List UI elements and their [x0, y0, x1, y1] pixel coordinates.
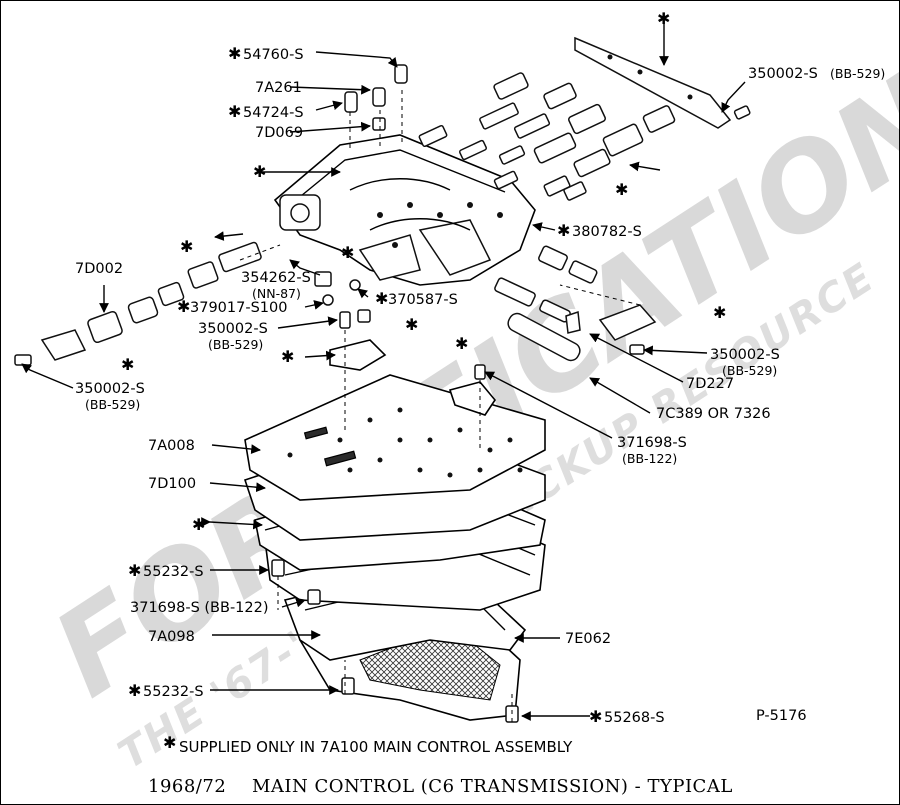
label-7d002: 7D002	[75, 261, 123, 277]
label-55268-s: 55268-S	[604, 710, 665, 726]
svg-text:✱: ✱	[405, 315, 418, 334]
label-350002-s-top-sub: (BB-529)	[830, 66, 885, 81]
svg-text:✱: ✱	[375, 289, 388, 308]
check-ball-plates	[329, 339, 496, 416]
svg-text:✱: ✱	[281, 347, 294, 366]
label-350002-s-mid: 350002-S	[198, 321, 268, 337]
label-350002-s-top: 350002-S	[748, 66, 818, 82]
svg-text:✱: ✱	[192, 515, 205, 534]
svg-text:✱: ✱	[657, 9, 670, 28]
svg-text:✱: ✱	[128, 681, 141, 700]
callout-labels: 54760-S 7A261 54724-S 7D069 350002-S (BB…	[75, 47, 885, 726]
label-350002-s-left-sub: (BB-529)	[85, 397, 140, 412]
caption-years: 1968/72	[148, 776, 226, 797]
svg-text:✱: ✱	[713, 303, 726, 322]
svg-text:✱: ✱	[589, 707, 602, 726]
svg-text:✱: ✱	[128, 561, 141, 580]
svg-text:✱: ✱	[177, 297, 190, 316]
label-350002-s-left: 350002-S	[75, 381, 145, 397]
plate-number: P-5176	[756, 708, 807, 724]
svg-text:✱: ✱	[228, 102, 241, 121]
label-371698-s-right-sub: (BB-122)	[622, 451, 677, 466]
upper-valves-springs	[418, 72, 676, 201]
label-55232-s-a: 55232-S	[143, 564, 204, 580]
label-7d227: 7D227	[686, 376, 734, 392]
label-7d069: 7D069	[255, 125, 303, 141]
label-350002-s-mid-sub: (BB-529)	[208, 337, 263, 352]
svg-text:✱: ✱	[615, 180, 628, 199]
label-7a261: 7A261	[255, 80, 302, 96]
svg-text:✱: ✱	[455, 334, 468, 353]
svg-text:✱: ✱	[341, 243, 354, 262]
label-55232-s-b: 55232-S	[143, 684, 204, 700]
label-354262-s: 354262-S	[241, 270, 311, 286]
label-354262-s-sub: (NN-87)	[252, 286, 301, 301]
label-7a008: 7A008	[148, 438, 195, 454]
label-7a098: 7A098	[148, 629, 195, 645]
label-371698-s-left: 371698-S (BB-122)	[130, 600, 269, 616]
svg-text:✱: ✱	[180, 237, 193, 256]
label-350002-s-right-sub: (BB-529)	[722, 363, 777, 378]
assembly-lines	[239, 90, 641, 722]
label-350002-s-right: 350002-S	[710, 347, 780, 363]
label-370587-s: 370587-S	[388, 292, 458, 308]
asterisk-markers: ✱ ✱ ✱ ✱ ✱ ✱ ✱ ✱ ✱ ✱ ✱ ✱ ✱ ✱ ✱ ✱ ✱ ✱ ✱ ✱	[121, 9, 726, 752]
label-380782-s: 380782-S	[572, 224, 642, 240]
right-side-parts	[494, 36, 751, 362]
svg-text:✱: ✱	[163, 733, 176, 752]
svg-text:✱: ✱	[228, 44, 241, 63]
svg-text:✱: ✱	[121, 355, 134, 374]
label-54724-s: 54724-S	[243, 105, 304, 121]
label-7d100: 7D100	[148, 476, 196, 492]
label-54760-s: 54760-S	[243, 47, 304, 63]
caption-title: MAIN CONTROL (C6 TRANSMISSION) - TYPICAL	[252, 776, 733, 797]
label-371698-s-right: 371698-S	[617, 435, 687, 451]
label-7e062: 7E062	[565, 631, 611, 647]
svg-text:✱: ✱	[253, 162, 266, 181]
label-7c389-or-7326: 7C389 OR 7326	[656, 406, 771, 422]
leader-lines	[21, 24, 746, 721]
svg-text:✱: ✱	[557, 221, 570, 240]
footnote-text: SUPPLIED ONLY IN 7A100 MAIN CONTROL ASSE…	[179, 738, 573, 756]
label-379017-s100: 379017-S100	[190, 300, 287, 316]
